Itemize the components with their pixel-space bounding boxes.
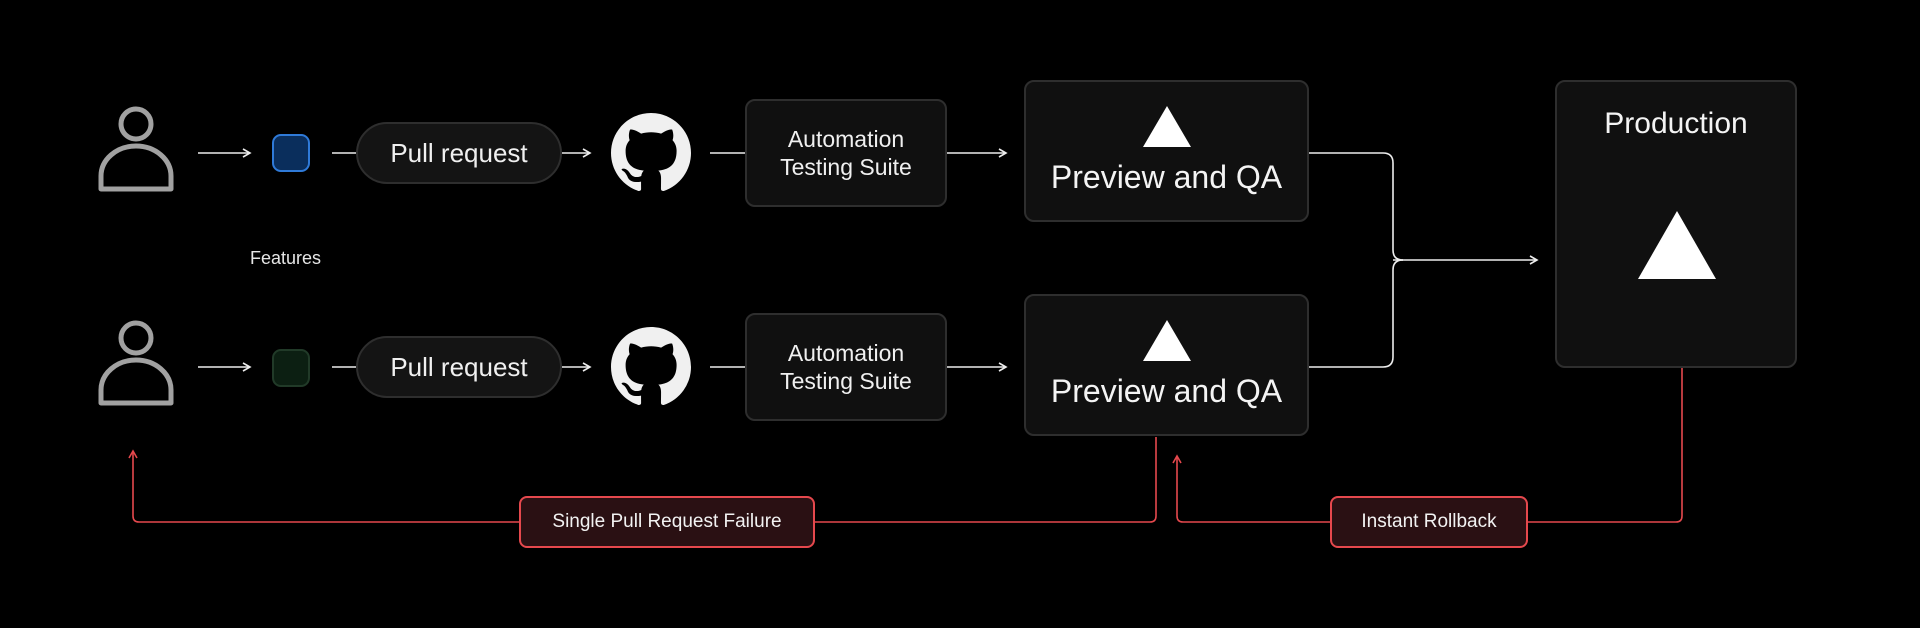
preview-and-qa-box: Preview and QA: [1024, 80, 1309, 222]
merge-line-top: [1309, 152, 1404, 261]
vercel-triangle-icon: [1638, 211, 1716, 279]
single-pr-failure-label: Single Pull Request Failure: [519, 496, 815, 548]
feature-square-blue: [272, 134, 310, 172]
automation-testing-suite-box: Automation Testing Suite: [745, 313, 947, 421]
vercel-triangle-icon: [1143, 106, 1191, 147]
production-title: Production: [1604, 107, 1748, 140]
user-icon: [98, 320, 174, 406]
feature-square-green: [272, 349, 310, 387]
features-label: Features: [250, 248, 322, 268]
pull-request-pill: Pull request: [356, 122, 562, 184]
vercel-triangle-icon: [1143, 320, 1191, 361]
instant-rollback-label: Instant Rollback: [1330, 496, 1528, 548]
pull-request-pill: Pull request: [356, 336, 562, 398]
user-icon: [98, 106, 174, 192]
rollback-arrow-left: [1172, 454, 1330, 523]
github-icon: [611, 113, 691, 192]
preview-and-qa-box: Preview and QA: [1024, 294, 1309, 436]
failure-arrow-left: [128, 449, 519, 523]
preview-label: Preview and QA: [1050, 159, 1283, 195]
rollback-line-right: [1528, 368, 1683, 523]
merge-line-bottom: [1309, 259, 1404, 368]
github-icon: [611, 327, 691, 406]
production-box: Production: [1555, 80, 1797, 368]
preview-label: Preview and QA: [1050, 373, 1283, 409]
automation-testing-suite-box: Automation Testing Suite: [745, 99, 947, 207]
failure-line-right: [815, 437, 1157, 523]
